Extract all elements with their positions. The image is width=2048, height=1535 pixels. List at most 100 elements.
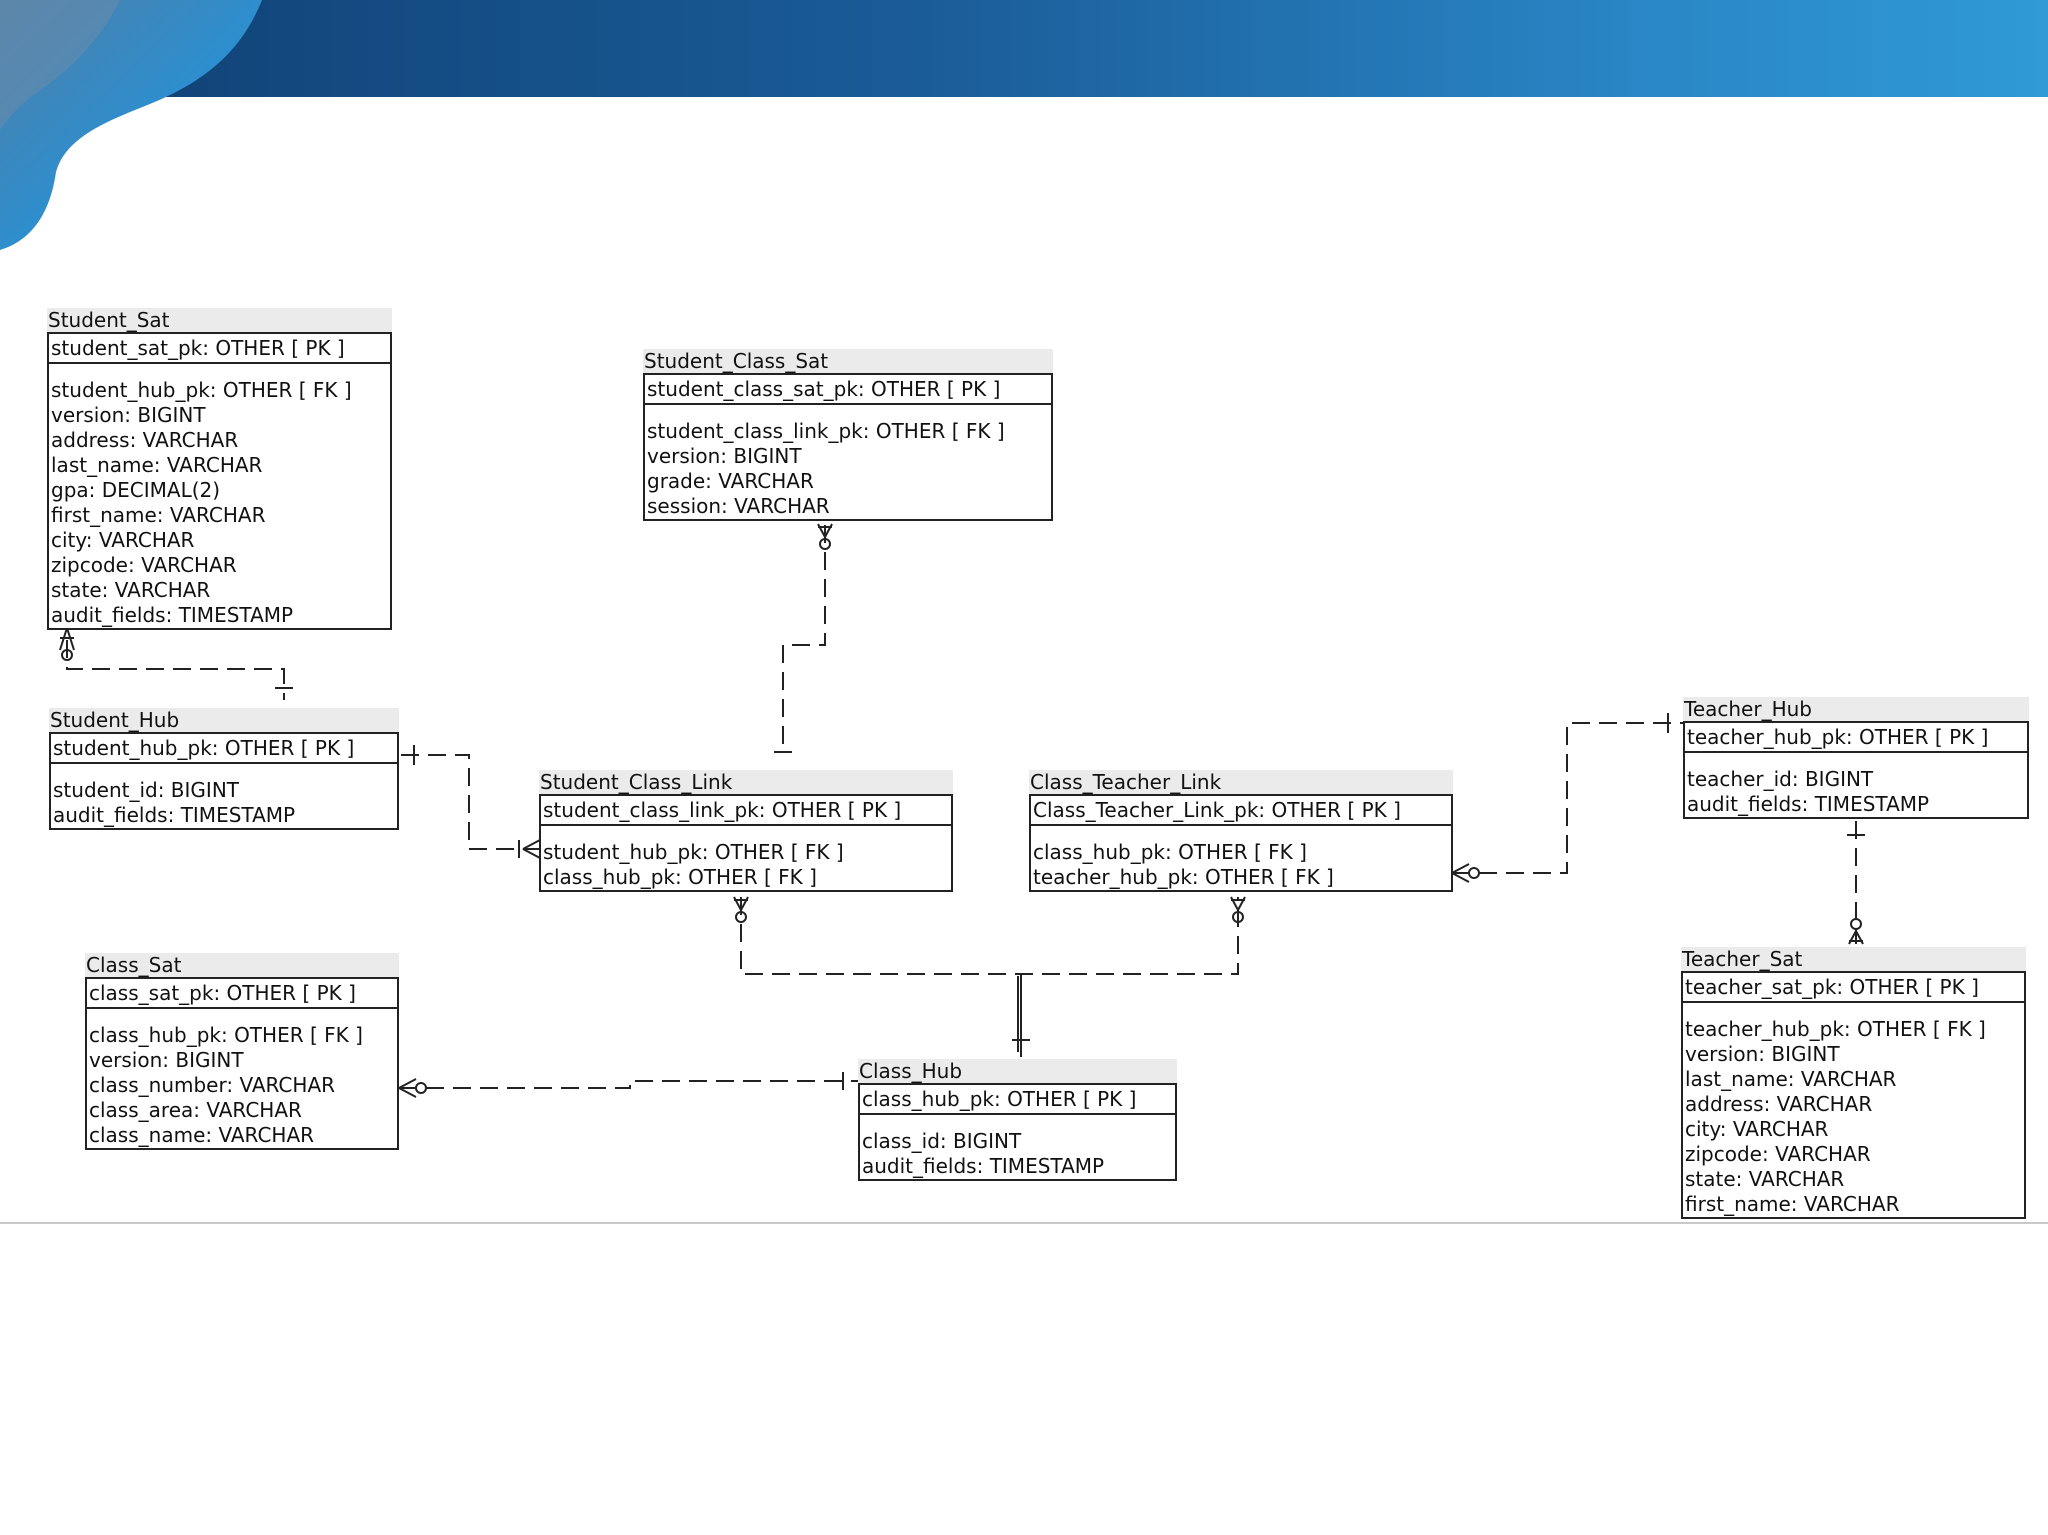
attribute-row: audit_fields: TIMESTAMP	[862, 1154, 1105, 1178]
entity-body: teacher_hub_pk: OTHER [ PK ] teacher_id:…	[1683, 721, 2029, 819]
entity-body: student_class_link_pk: OTHER [ PK ] stud…	[539, 794, 953, 892]
header-swoosh-decoration	[0, 0, 262, 250]
attribute-list: student_hub_pk: OTHER [ FK ] class_hub_p…	[541, 840, 951, 890]
attribute-row: class_area: VARCHAR	[89, 1098, 302, 1122]
rel-studenthub-studentclasslink	[401, 754, 540, 850]
primary-key-row: class_sat_pk: OTHER [ PK ]	[87, 979, 397, 1009]
attribute-row: zipcode: VARCHAR	[51, 553, 237, 577]
attribute-row: session: VARCHAR	[647, 494, 830, 518]
crowfoot-zero-many-marker	[1230, 896, 1246, 923]
entity-title: Teacher_Hub	[1683, 697, 2029, 721]
entity-student-class-link: Student_Class_Link student_class_link_pk…	[539, 770, 953, 892]
rel-classhub-classsat	[399, 1080, 858, 1089]
attribute-row: version: BIGINT	[89, 1048, 244, 1072]
attribute-row: address: VARCHAR	[1685, 1092, 1873, 1116]
attribute-row: class_name: VARCHAR	[89, 1123, 315, 1147]
attribute-row: student_hub_pk: OTHER [ FK ]	[51, 378, 352, 402]
attribute-row: class_number: VARCHAR	[89, 1073, 336, 1097]
entity-title: Teacher_Sat	[1681, 947, 2026, 971]
crowfoot-zero-many-marker	[398, 1078, 427, 1098]
entity-title: Student_Sat	[47, 308, 392, 332]
attribute-row: grade: VARCHAR	[647, 469, 814, 493]
attribute-row: student_hub_pk: OTHER [ FK ]	[543, 840, 844, 864]
attribute-list: class_hub_pk: OTHER [ FK ] version: BIGI…	[87, 1023, 397, 1148]
primary-key-row: teacher_sat_pk: OTHER [ PK ]	[1683, 973, 2024, 1003]
attribute-row: teacher_hub_pk: OTHER [ FK ]	[1033, 865, 1334, 889]
attribute-row: version: BIGINT	[51, 403, 206, 427]
primary-key-row: teacher_hub_pk: OTHER [ PK ]	[1685, 723, 2027, 753]
attribute-row: gpa: DECIMAL(2)	[51, 478, 221, 502]
attribute-row: zipcode: VARCHAR	[1685, 1142, 1871, 1166]
crowfoot-zero-many-marker	[1848, 918, 1864, 945]
attribute-list: teacher_hub_pk: OTHER [ FK ] version: BI…	[1683, 1017, 2024, 1217]
slide-divider	[0, 1222, 2048, 1224]
attribute-row: version: BIGINT	[647, 444, 802, 468]
attribute-row: class_hub_pk: OTHER [ FK ]	[1033, 840, 1307, 864]
primary-key-row: student_hub_pk: OTHER [ PK ]	[51, 734, 397, 764]
one-marker	[1012, 976, 1030, 1052]
primary-key-row: student_class_link_pk: OTHER [ PK ]	[541, 796, 951, 826]
attribute-row: version: BIGINT	[1685, 1042, 1840, 1066]
attribute-row: audit_fields: TIMESTAMP	[53, 803, 296, 827]
attribute-row: audit_fields: TIMESTAMP	[51, 603, 294, 627]
entity-teacher-hub: Teacher_Hub teacher_hub_pk: OTHER [ PK ]…	[1683, 697, 2029, 819]
primary-key-row: student_class_sat_pk: OTHER [ PK ]	[645, 375, 1051, 405]
entity-title: Class_Hub	[858, 1059, 1177, 1083]
entity-student-sat: Student_Sat student_sat_pk: OTHER [ PK ]…	[47, 308, 392, 630]
attribute-row: audit_fields: TIMESTAMP	[1687, 792, 1930, 816]
entity-body: class_hub_pk: OTHER [ PK ] class_id: BIG…	[858, 1083, 1177, 1181]
entity-student-class-sat: Student_Class_Sat student_class_sat_pk: …	[643, 349, 1053, 521]
attribute-list: student_class_link_pk: OTHER [ FK ] vers…	[645, 419, 1051, 519]
attribute-list: class_hub_pk: OTHER [ FK ] teacher_hub_p…	[1031, 840, 1451, 890]
attribute-row: teacher_hub_pk: OTHER [ FK ]	[1685, 1017, 1986, 1041]
crowfoot-zero-many-marker	[1451, 863, 1480, 883]
entity-body: student_sat_pk: OTHER [ PK ] student_hub…	[47, 332, 392, 630]
rel-studenthub-studentsat	[66, 640, 285, 700]
attribute-list: class_id: BIGINT audit_fields: TIMESTAMP	[860, 1129, 1175, 1179]
primary-key-row: class_hub_pk: OTHER [ PK ]	[860, 1085, 1175, 1115]
crowfoot-zero-many-marker	[817, 523, 833, 550]
attribute-list: student_hub_pk: OTHER [ FK ] version: BI…	[49, 378, 390, 628]
entity-teacher-sat: Teacher_Sat teacher_sat_pk: OTHER [ PK ]…	[1681, 947, 2026, 1219]
attribute-row: city: VARCHAR	[51, 528, 195, 552]
entity-title: Student_Class_Link	[539, 770, 953, 794]
attribute-row: last_name: VARCHAR	[51, 453, 263, 477]
attribute-row: class_id: BIGINT	[862, 1129, 1022, 1153]
attribute-row: address: VARCHAR	[51, 428, 239, 452]
entity-title: Student_Hub	[49, 708, 399, 732]
entity-title: Class_Sat	[85, 953, 399, 977]
entity-class-hub: Class_Hub class_hub_pk: OTHER [ PK ] cla…	[858, 1059, 1177, 1181]
entity-body: teacher_sat_pk: OTHER [ PK ] teacher_hub…	[1681, 971, 2026, 1219]
attribute-row: teacher_id: BIGINT	[1687, 767, 1874, 791]
attribute-row: state: VARCHAR	[1685, 1167, 1845, 1191]
attribute-row: first_name: VARCHAR	[1685, 1192, 1900, 1216]
attribute-row: state: VARCHAR	[51, 578, 211, 602]
crowfoot-zero-many-marker	[733, 896, 749, 923]
rel-classhub-links	[740, 897, 1239, 975]
entity-title: Student_Class_Sat	[643, 349, 1053, 373]
entity-body: student_hub_pk: OTHER [ PK ] student_id:…	[49, 732, 399, 830]
entity-body: class_sat_pk: OTHER [ PK ] class_hub_pk:…	[85, 977, 399, 1150]
crowfoot-zero-many-marker	[59, 627, 75, 661]
attribute-row: student_id: BIGINT	[53, 778, 239, 802]
slide-header-band	[0, 0, 2048, 97]
attribute-row: last_name: VARCHAR	[1685, 1067, 1897, 1091]
attribute-row: first_name: VARCHAR	[51, 503, 266, 527]
entity-student-hub: Student_Hub student_hub_pk: OTHER [ PK ]…	[49, 708, 399, 830]
entity-body: student_class_sat_pk: OTHER [ PK ] stude…	[643, 373, 1053, 521]
entity-title: Class_Teacher_Link	[1029, 770, 1453, 794]
rel-teacherhub-classteacherlink	[1452, 722, 1684, 874]
rel-studentclasslink-studentclasssat	[782, 525, 826, 752]
attribute-list: teacher_id: BIGINT audit_fields: TIMESTA…	[1685, 767, 2027, 817]
attribute-list: student_id: BIGINT audit_fields: TIMESTA…	[51, 778, 397, 828]
entity-class-sat: Class_Sat class_sat_pk: OTHER [ PK ] cla…	[85, 953, 399, 1150]
attribute-row: student_class_link_pk: OTHER [ FK ]	[647, 419, 1005, 443]
primary-key-row: student_sat_pk: OTHER [ PK ]	[49, 334, 390, 364]
entity-class-teacher-link: Class_Teacher_Link Class_Teacher_Link_pk…	[1029, 770, 1453, 892]
crowfoot-one-many-marker	[518, 839, 541, 859]
attribute-row: city: VARCHAR	[1685, 1117, 1829, 1141]
entity-body: Class_Teacher_Link_pk: OTHER [ PK ] clas…	[1029, 794, 1453, 892]
attribute-row: class_hub_pk: OTHER [ FK ]	[543, 865, 817, 889]
primary-key-row: Class_Teacher_Link_pk: OTHER [ PK ]	[1031, 796, 1451, 826]
